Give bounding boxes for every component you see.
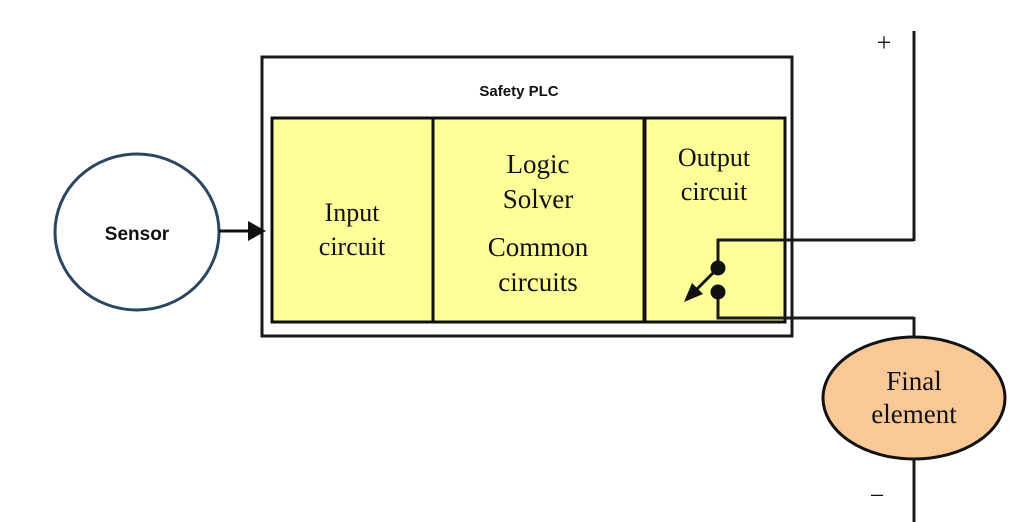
logic-solver-label-line-2: Solver <box>503 184 574 214</box>
safety-plc-title: Safety PLC <box>479 83 558 100</box>
positive-terminal-label: + <box>877 28 892 57</box>
input-circuit-label-line-2: circuit <box>319 232 386 261</box>
output-circuit-label-line-1: Output <box>678 143 751 172</box>
output-contact-switch[interactable] <box>684 260 726 303</box>
common-circuits-label-line-2: circuits <box>498 267 577 297</box>
output-circuit-wiring <box>716 238 914 320</box>
switch-open-arrow-icon <box>684 271 715 302</box>
final-element-label-line-1: Final <box>886 366 942 396</box>
sensor-to-input-arrow <box>219 221 266 241</box>
switch-lower-terminal-dot <box>710 284 726 300</box>
input-circuit-label-line-1: Input <box>325 198 381 227</box>
negative-terminal-label: − <box>870 481 885 510</box>
final-element-label-line-2: element <box>871 399 957 429</box>
common-circuits-label-line-1: Common <box>488 232 589 262</box>
switch-upper-terminal-dot <box>710 260 726 276</box>
logic-solver-block <box>431 116 646 324</box>
sensor-label: Sensor <box>105 224 170 245</box>
final-element-shape <box>821 335 1007 461</box>
input-circuit-block <box>270 116 435 324</box>
output-circuit-label-line-2: circuit <box>681 177 748 206</box>
logic-solver-label-line-1: Logic <box>507 149 570 179</box>
